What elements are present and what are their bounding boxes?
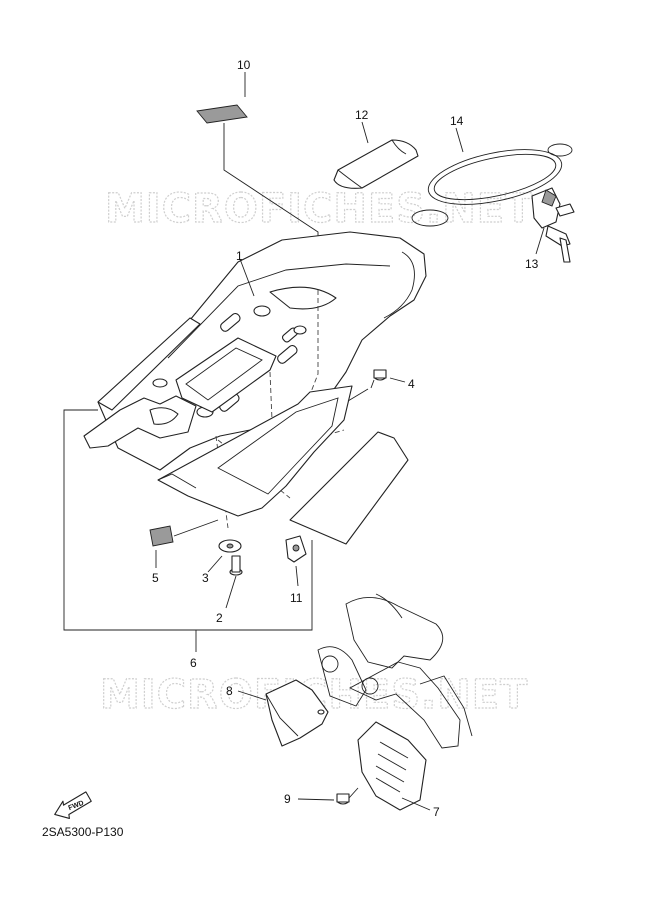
callout-14: 14 xyxy=(450,114,464,128)
callout-9: 9 xyxy=(284,792,291,806)
callout-5: 5 xyxy=(152,571,159,585)
part-2-screw xyxy=(225,555,243,609)
callout-7: 7 xyxy=(433,805,440,819)
part-1-rear-fender xyxy=(83,231,427,471)
callout-8: 8 xyxy=(226,684,233,698)
part-14-cable-lock xyxy=(411,127,573,227)
frame-outline xyxy=(317,593,473,749)
watermark-top: MICROFICHES.NET xyxy=(105,186,533,232)
part-3-washer xyxy=(207,539,242,573)
part-11-clip-nut xyxy=(285,535,307,587)
callout-1: 1 xyxy=(236,249,243,263)
part-7-side-cover xyxy=(357,721,431,811)
diagram-code: 2SA5300-P130 xyxy=(42,825,124,839)
part-12-tool-bag xyxy=(333,121,419,189)
callout-6: 6 xyxy=(190,656,197,670)
part-8-side-cover xyxy=(237,679,329,747)
callout-2: 2 xyxy=(216,611,223,625)
callout-10: 10 xyxy=(237,58,251,72)
callout-4: 4 xyxy=(408,377,415,391)
part-4-bolt xyxy=(370,369,406,389)
part-9-bolt xyxy=(297,787,359,805)
part-6-group-outline xyxy=(63,409,313,652)
fwd-arrow-icon: FWD xyxy=(54,791,92,820)
callout-3: 3 xyxy=(202,571,209,585)
part-5-reflector xyxy=(149,519,219,568)
part-6-plate-bracket xyxy=(157,385,409,545)
part-13-lock xyxy=(531,187,575,263)
callout-13: 13 xyxy=(525,257,539,271)
callout-12: 12 xyxy=(355,108,369,122)
callout-11: 11 xyxy=(290,591,303,605)
